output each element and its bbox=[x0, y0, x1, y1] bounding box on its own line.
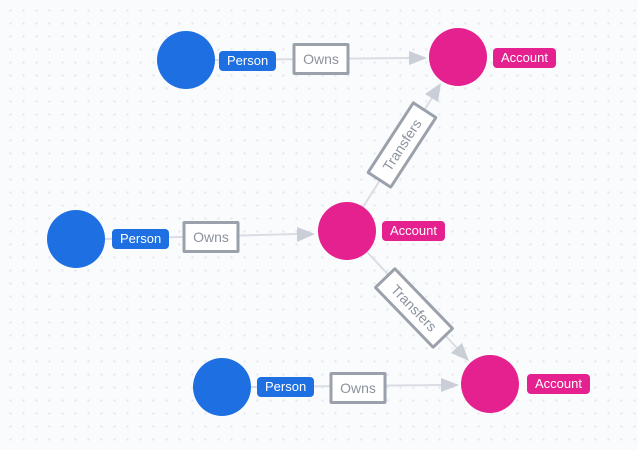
node-label-person-1[interactable]: Person bbox=[219, 51, 277, 71]
node-person-1[interactable] bbox=[157, 31, 215, 89]
node-account-3[interactable] bbox=[461, 355, 519, 413]
node-person-3[interactable] bbox=[193, 358, 251, 416]
arrowhead-owns-1 bbox=[409, 51, 427, 65]
canvas-bottom-edge bbox=[0, 450, 638, 454]
node-label-account-3[interactable]: Account bbox=[527, 374, 590, 394]
node-account-1[interactable] bbox=[429, 28, 487, 86]
arrowhead-owns-2 bbox=[297, 227, 315, 242]
arrowhead-owns-3 bbox=[441, 378, 459, 392]
node-person-2[interactable] bbox=[47, 210, 105, 268]
node-account-2[interactable] bbox=[318, 202, 376, 260]
node-label-person-2[interactable]: Person bbox=[112, 229, 170, 249]
edge-label-owns-3[interactable]: Owns bbox=[329, 372, 387, 404]
edge-label-owns-2[interactable]: Owns bbox=[182, 221, 240, 253]
node-label-person-3[interactable]: Person bbox=[257, 377, 315, 397]
arrowhead-transfers-2 bbox=[451, 343, 469, 361]
node-label-account-1[interactable]: Account bbox=[493, 48, 556, 68]
edge-label-owns-1[interactable]: Owns bbox=[292, 43, 350, 75]
node-label-account-2[interactable]: Account bbox=[382, 221, 445, 241]
arrowhead-transfers-1 bbox=[425, 83, 441, 102]
